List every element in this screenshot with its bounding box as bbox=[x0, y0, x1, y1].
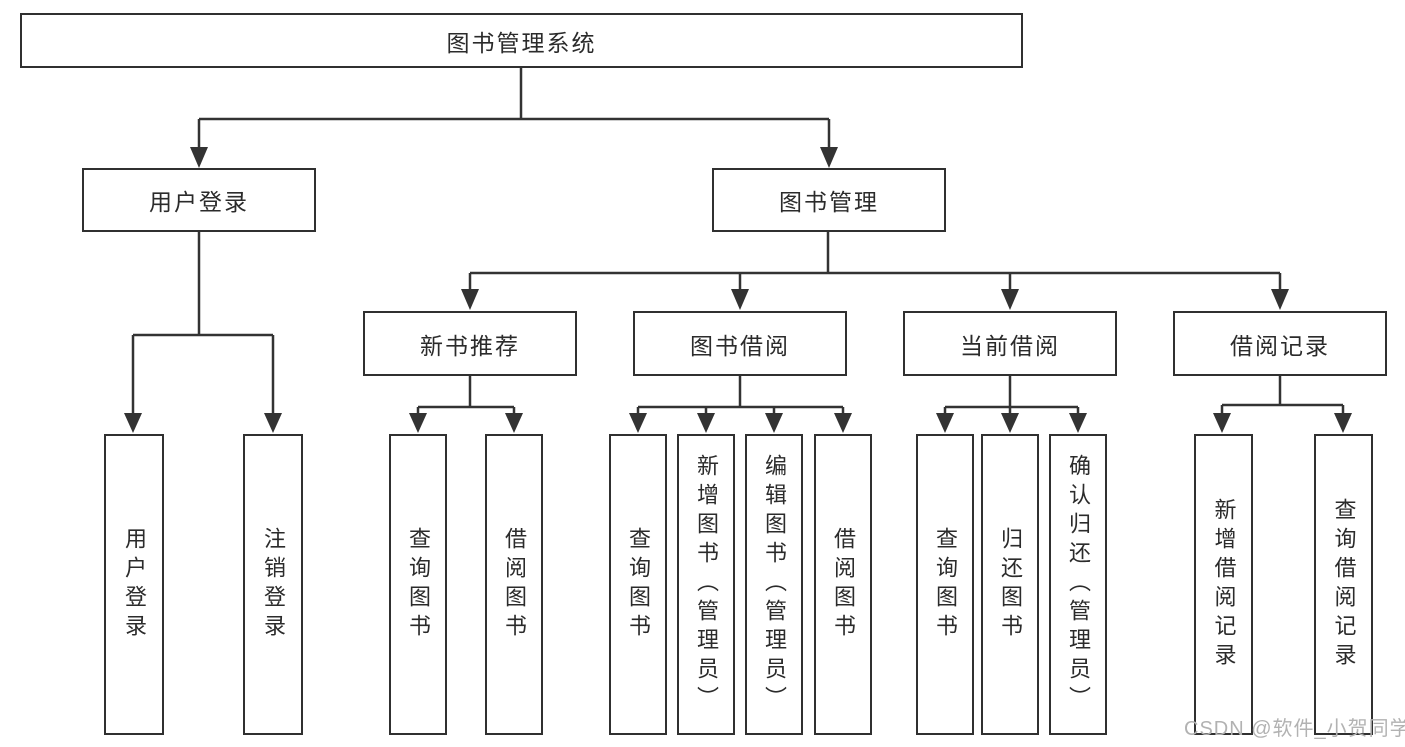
leaf-br-add-borrow-record: 新增借阅记录 bbox=[1194, 434, 1253, 735]
leaf-bb-borrow-books: 借阅图书 bbox=[814, 434, 872, 735]
leaf-bb-query-books: 查询图书 bbox=[609, 434, 667, 735]
node-label: 借阅图书 bbox=[831, 526, 856, 643]
node-label: 编辑图书（管理员） bbox=[762, 454, 787, 715]
node-label: 图书借阅 bbox=[690, 332, 790, 359]
connector-user-login-split bbox=[124, 232, 282, 433]
node-label: 用户登录 bbox=[122, 526, 147, 643]
node-book-borrowing: 图书借阅 bbox=[633, 311, 847, 376]
node-label: 新增图书（管理员） bbox=[694, 454, 719, 715]
node-label: 图书管理系统 bbox=[446, 29, 597, 56]
node-label: 借阅记录 bbox=[1230, 332, 1330, 359]
node-label: 新增借阅记录 bbox=[1211, 497, 1237, 672]
connector-book-management-split bbox=[461, 232, 1289, 310]
leaf-br-query-borrow-record: 查询借阅记录 bbox=[1314, 434, 1373, 735]
node-library-management-system: 图书管理系统 bbox=[20, 13, 1023, 68]
leaf-cb-confirm-return-admin: 确认归还（管理员） bbox=[1049, 434, 1107, 735]
node-label: 查询借阅记录 bbox=[1331, 497, 1357, 672]
connector-book-borrowing-split bbox=[629, 376, 852, 433]
node-label: 查询图书 bbox=[406, 526, 431, 643]
node-label: 注销登录 bbox=[261, 526, 286, 643]
node-label: 确认归还（管理员） bbox=[1066, 454, 1091, 715]
node-book-management: 图书管理 bbox=[712, 168, 946, 232]
leaf-cb-return-books: 归还图书 bbox=[981, 434, 1039, 735]
leaf-bb-edit-books-admin: 编辑图书（管理员） bbox=[745, 434, 803, 735]
connector-new-book-split bbox=[409, 376, 523, 433]
node-label: 借阅图书 bbox=[502, 526, 527, 643]
connector-borrowing-records-split bbox=[1213, 376, 1352, 433]
node-label: 用户登录 bbox=[149, 189, 249, 215]
node-label: 当前借阅 bbox=[960, 332, 1060, 359]
leaf-nbr-query-books: 查询图书 bbox=[389, 434, 447, 735]
leaf-nbr-borrow-books: 借阅图书 bbox=[485, 434, 543, 735]
leaf-logout: 注销登录 bbox=[243, 434, 303, 735]
node-label: 查询图书 bbox=[626, 526, 651, 643]
node-label: 归还图书 bbox=[998, 526, 1023, 643]
leaf-bb-add-books-admin: 新增图书（管理员） bbox=[677, 434, 735, 735]
node-user-login: 用户登录 bbox=[82, 168, 316, 232]
watermark: CSDN @软件_小贺同学 bbox=[1184, 718, 1405, 740]
leaf-user-login: 用户登录 bbox=[104, 434, 164, 735]
connector-root-split bbox=[190, 68, 838, 168]
node-label: 图书管理 bbox=[779, 189, 879, 215]
node-current-borrowing: 当前借阅 bbox=[903, 311, 1117, 376]
node-label: 新书推荐 bbox=[420, 332, 520, 359]
connector-current-borrowing-split bbox=[936, 376, 1087, 433]
leaf-cb-query-books: 查询图书 bbox=[916, 434, 974, 735]
node-borrowing-records: 借阅记录 bbox=[1173, 311, 1387, 376]
node-new-book-recommendation: 新书推荐 bbox=[363, 311, 577, 376]
node-label: 查询图书 bbox=[933, 526, 958, 643]
